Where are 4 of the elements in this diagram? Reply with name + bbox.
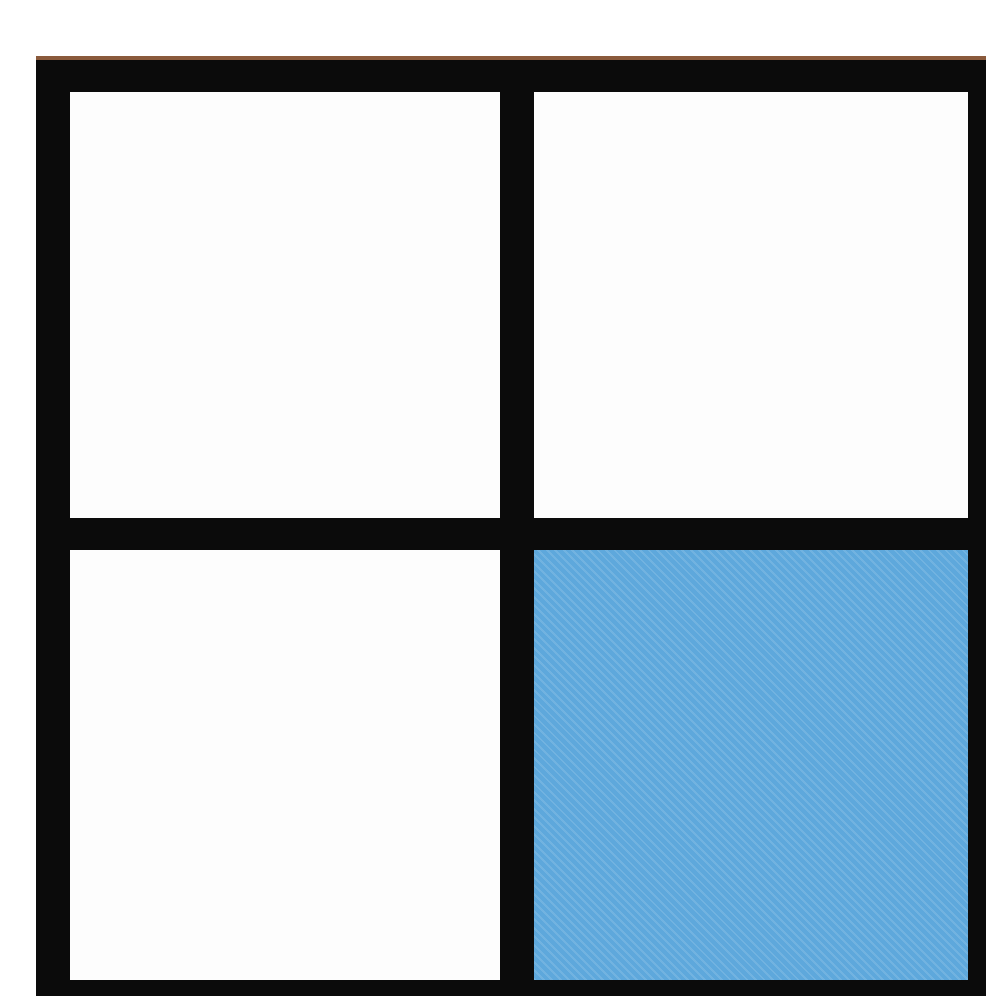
- shaded-square: [534, 550, 968, 980]
- empty-square: [534, 92, 968, 518]
- empty-square: [70, 92, 500, 518]
- empty-square: [70, 550, 500, 980]
